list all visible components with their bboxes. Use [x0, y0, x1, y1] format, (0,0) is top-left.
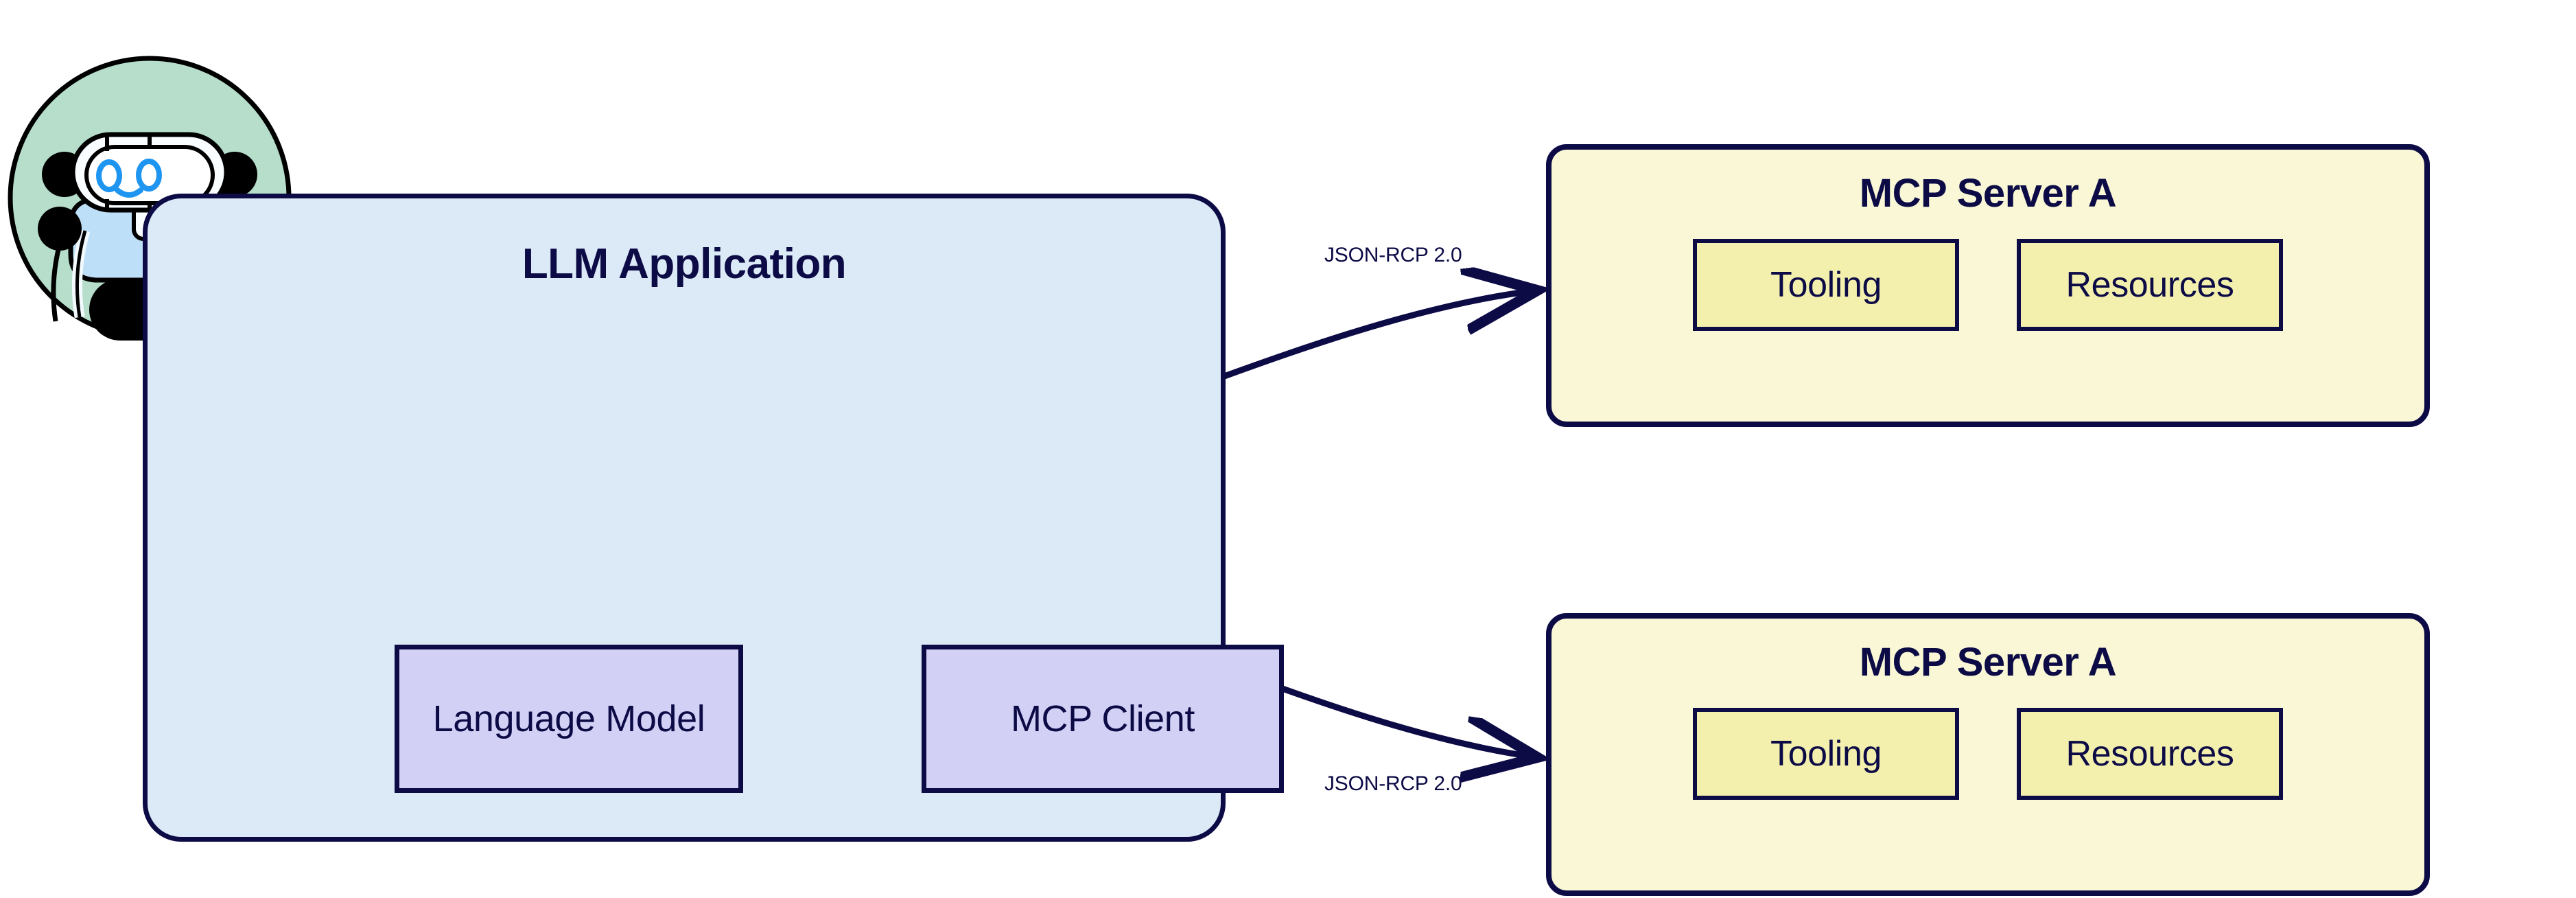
resources-label-top: Resources — [2065, 265, 2234, 305]
connector-label-bottom: JSON-RCP 2.0 — [1324, 772, 1462, 795]
language-model-label: Language Model — [432, 698, 705, 739]
tooling-box-bottom[interactable]: Tooling — [1693, 708, 1959, 800]
llm-application-title: LLM Application — [522, 240, 847, 288]
mcp-server-a-bottom[interactable]: MCP Server A Tooling Resources — [1546, 613, 2430, 896]
mcp-server-a-bottom-title: MCP Server A — [1859, 640, 2117, 684]
tooling-label-bottom: Tooling — [1770, 734, 1882, 774]
mcp-server-a-top-title: MCP Server A — [1859, 171, 2117, 216]
llm-application-container[interactable]: LLM Application Language Model MCP Clien… — [143, 194, 1284, 842]
language-model-box[interactable]: Language Model — [395, 645, 743, 793]
resources-box-top[interactable]: Resources — [2017, 239, 2283, 331]
tooling-label-top: Tooling — [1770, 265, 1882, 305]
mcp-server-a-top-slots: Tooling Resources — [1552, 239, 2424, 331]
mcp-server-a-bottom-slots: Tooling Resources — [1552, 708, 2424, 800]
mcp-server-a-top[interactable]: MCP Server A Tooling Resources — [1546, 144, 2430, 427]
connector-label-top: JSON-RCP 2.0 — [1324, 244, 1462, 266]
resources-label-bottom: Resources — [2065, 734, 2234, 774]
mcp-client-box[interactable]: MCP Client — [922, 645, 1284, 793]
resources-box-bottom[interactable]: Resources — [2017, 708, 2283, 800]
mcp-client-label: MCP Client — [1010, 698, 1195, 739]
tooling-box-top[interactable]: Tooling — [1693, 239, 1959, 331]
